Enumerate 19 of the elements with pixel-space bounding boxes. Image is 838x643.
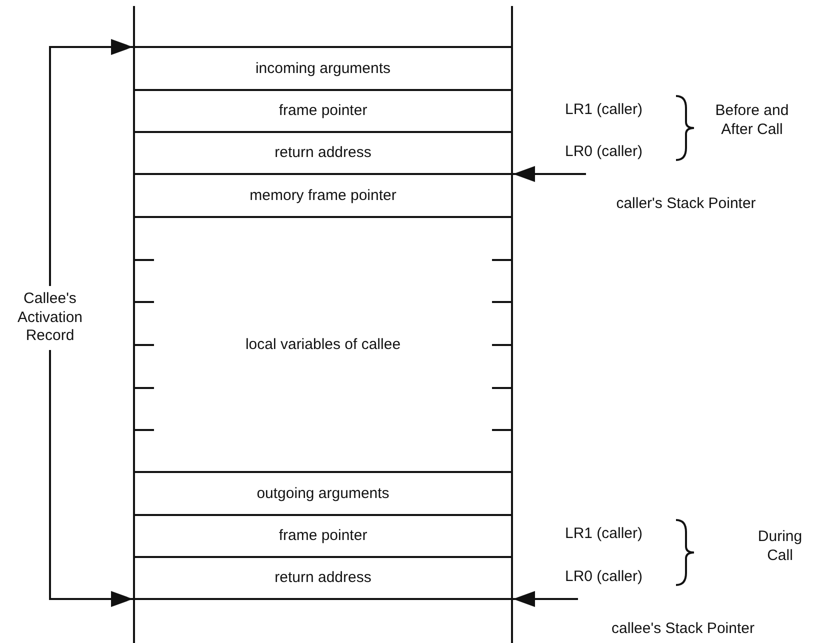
stack-cell: return address [134, 556, 512, 600]
arrow [513, 166, 586, 182]
register-label: LR1 (caller) [565, 525, 643, 544]
stack-cell: frame pointer [134, 89, 512, 133]
register-label: LR0 (caller) [565, 143, 643, 162]
record-label: Callee's Activation Record [8, 286, 92, 350]
stack-cell: local variables of callee [134, 216, 512, 473]
arrow [49, 39, 133, 286]
stack-cell: outgoing arguments [134, 471, 512, 516]
stack-cell: incoming arguments [134, 46, 512, 91]
stack-cell: memory frame pointer [134, 173, 512, 218]
pointer-label: caller's Stack Pointer [586, 166, 786, 212]
pointer-label: callee's Stack Pointer [578, 591, 788, 637]
arrow [49, 350, 133, 607]
register-label: LR1 (caller) [565, 101, 643, 120]
stack-cell: frame pointer [134, 514, 512, 558]
stack-cell: return address [134, 131, 512, 175]
arrow [513, 591, 578, 607]
register-label: LR0 (caller) [565, 568, 643, 587]
